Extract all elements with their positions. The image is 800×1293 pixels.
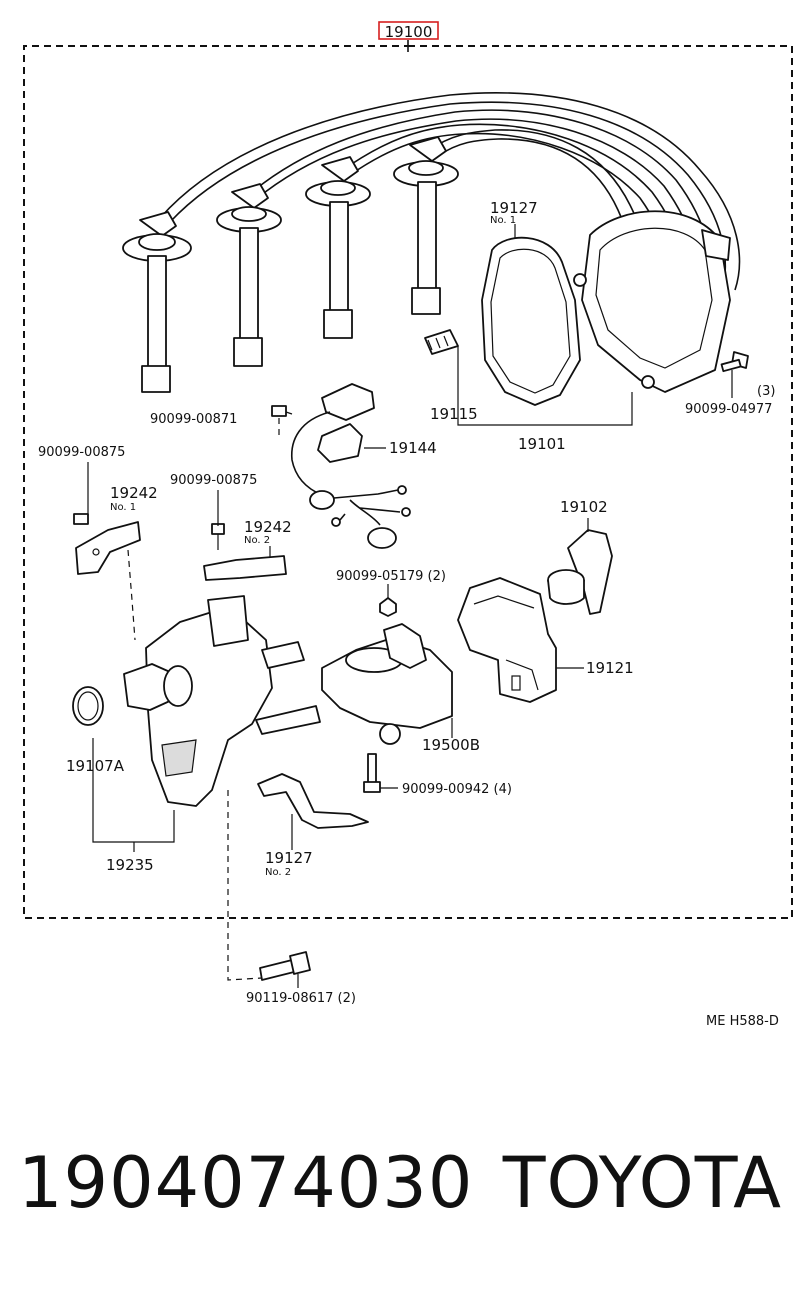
ignition-coil [321,623,453,745]
kit-boundary [23,40,793,919]
hold-down-bolt [259,951,311,981]
spark-plug-boot-1 [122,211,192,393]
nut-05179 [379,597,397,617]
distributor-rotor [547,529,613,615]
o-ring [72,686,104,726]
label-19242-no1[interactable]: 19242 [110,484,158,502]
label-19127-no2-sub: No. 2 [265,867,291,878]
distributor-cap [573,210,731,393]
label-19235[interactable]: 19235 [106,856,154,874]
label-19127-no2[interactable]: 19127 [265,849,313,867]
label-19127-no1[interactable]: 19127 [490,199,538,217]
label-19500b[interactable]: 19500B [422,736,480,754]
label-90099-00875-b[interactable]: 90099-00875 [170,473,257,488]
coil-screw [363,753,381,793]
plate-no2 [257,773,369,829]
bracket-no2 [203,523,287,581]
screw-00871 [271,405,287,440]
label-19121[interactable]: 19121 [586,659,634,677]
cap-gasket [481,236,581,406]
label-19115[interactable]: 19115 [430,405,478,423]
carbon-brush-spring [424,329,459,355]
label-90099-00875-a[interactable]: 90099-00875 [38,445,125,460]
label-90099-04977[interactable]: 90099-04977 [685,402,772,417]
label-90099-04977-qty: (3) [757,384,775,399]
spark-plug-boot-4 [393,136,459,315]
distributor-housing [123,595,321,981]
diagram-code: ME H588-D [706,1014,779,1029]
spark-plug-boot-3 [305,156,371,339]
footer-brand: TOYOTA [502,1142,782,1224]
part-labels: 19127 No. 1 90099-00871 19115 19101 1914… [38,199,779,1029]
label-19107a[interactable]: 19107A [66,757,125,775]
footer-part-number: 1904074030 [18,1142,474,1224]
assembly-number-19100[interactable]: 19100 [378,21,439,41]
spark-plug-boot-2 [216,183,282,367]
igniter-cover [457,577,557,703]
label-90099-00871[interactable]: 90099-00871 [150,412,237,427]
label-19242-no2[interactable]: 19242 [244,518,292,536]
label-90119-08617[interactable]: 90119-08617 (2) [246,991,356,1006]
label-19127-no1-sub: No. 1 [490,215,516,226]
label-90099-05179[interactable]: 90099-05179 (2) [336,569,446,584]
label-19144[interactable]: 19144 [389,439,437,457]
label-90099-00942[interactable]: 90099-00942 (4) [402,782,512,797]
cap-screw [720,351,749,373]
label-19101[interactable]: 19101 [518,435,566,453]
noise-filter-wiring [290,383,411,549]
label-19242-no1-sub: No. 1 [110,502,136,513]
label-19102[interactable]: 19102 [560,498,608,516]
bracket-no1 [73,513,141,641]
leader-lines [87,224,733,988]
assembly-number-text: 19100 [385,23,433,41]
label-19242-no2-sub: No. 2 [244,535,270,546]
